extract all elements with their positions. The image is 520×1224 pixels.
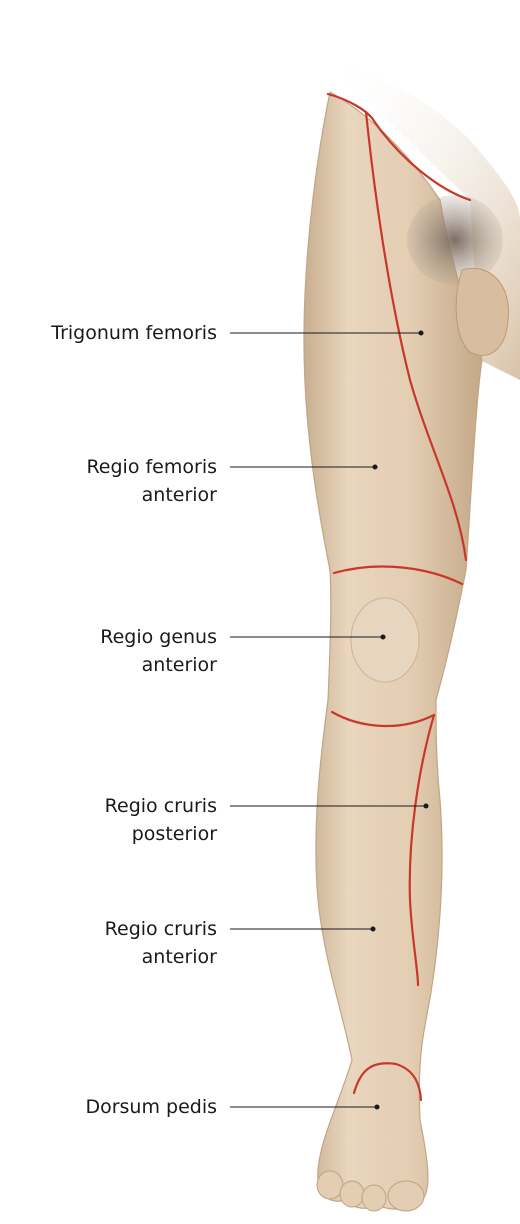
cruris-divide-border [408,713,436,987]
pubic-hair [407,195,503,285]
toes [316,1170,425,1212]
label-regio-femoris-anterior: Regio femoris anterior [86,456,217,506]
patella [350,597,420,683]
label-regio-cruris-anterior: Regio cruris anterior [104,918,217,968]
sartorius-border [364,110,468,562]
region-borders [326,92,472,1102]
genitalia-shape [455,268,509,356]
inguinal-border [326,92,472,202]
label-dorsum-pedis: Dorsum pedis [85,1096,217,1118]
leader-lines [230,330,429,1110]
label-regio-genus-anterior: Regio genus anterior [100,626,217,676]
infrapatellar-border [330,710,436,728]
suprapatellar-border [332,565,464,586]
ankle-border [352,1062,423,1102]
label-trigonum-femoris: Trigonum femoris [51,322,217,344]
label-regio-cruris-posterior: Regio cruris posterior [104,795,217,845]
